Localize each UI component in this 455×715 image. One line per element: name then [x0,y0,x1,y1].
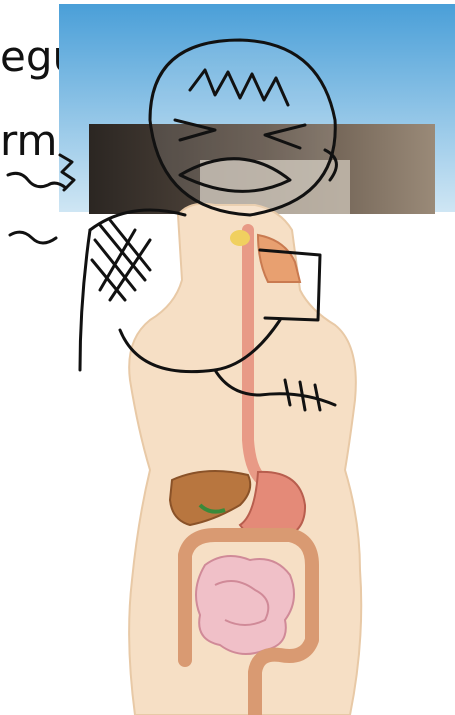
doodle-head [150,40,335,215]
